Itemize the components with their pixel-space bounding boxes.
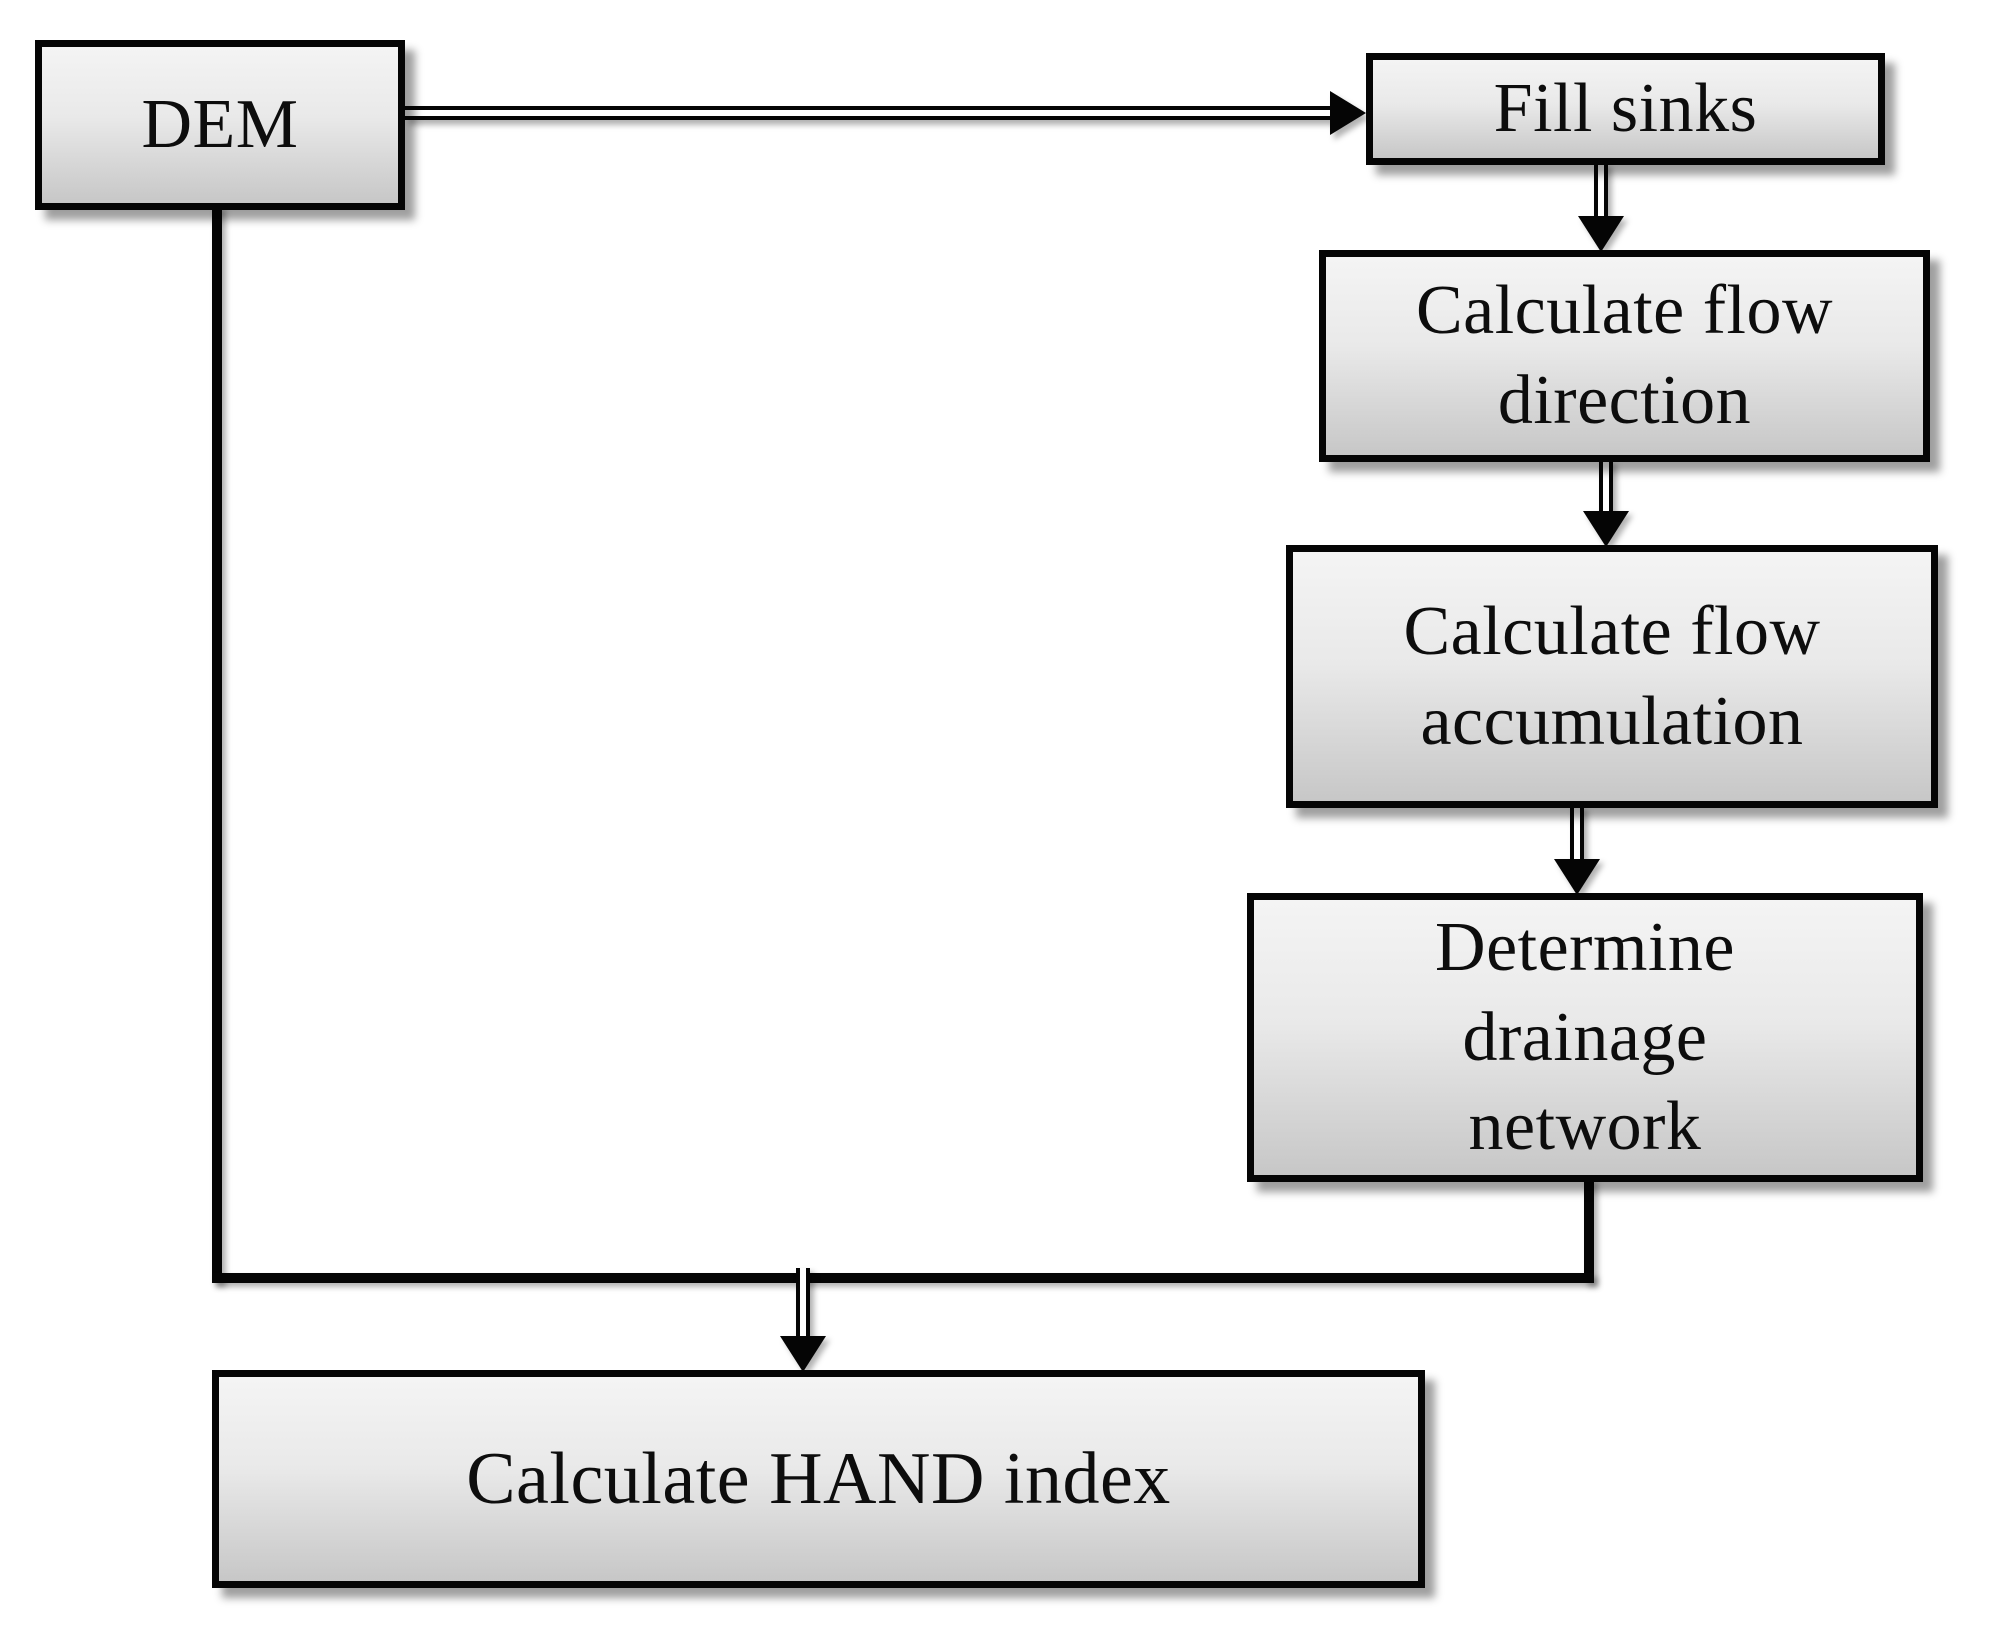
arrow-merge-line-to-hand-index [780, 1268, 826, 1372]
node-dem: DEM [35, 40, 405, 210]
arrow-shaft [1599, 460, 1613, 511]
arrow-shaft [796, 1268, 810, 1336]
arrow-head-icon [1330, 91, 1366, 135]
node-fill-sinks-label: Fill sinks [1493, 70, 1758, 148]
node-dem-label: DEM [141, 86, 299, 164]
node-calculate-flow-direction-label: Calculate flow direction [1415, 272, 1834, 439]
arrow-shaft [1570, 806, 1584, 859]
arrow-dem-to-fill-sinks [405, 90, 1366, 136]
arrow-flow-accumulation-to-drainage-network [1554, 806, 1600, 895]
arrow-head-icon [1578, 216, 1624, 252]
node-calculate-flow-accumulation-label: Calculate flow accumulation [1403, 592, 1821, 760]
arrow-head-icon [1583, 511, 1629, 547]
node-determine-drainage-network: Determine drainage network [1247, 893, 1923, 1182]
node-calculate-flow-direction: Calculate flow direction [1319, 250, 1930, 462]
node-determine-drainage-network-label: Determine drainage network [1435, 909, 1735, 1166]
node-calculate-hand-index: Calculate HAND index [212, 1370, 1425, 1588]
arrow-flow-direction-to-flow-accumulation [1583, 460, 1629, 547]
connector-merge-horizontal-line [212, 1273, 1594, 1283]
arrow-shaft [405, 106, 1330, 120]
connector-drainage-down-line [1584, 1178, 1594, 1283]
node-calculate-flow-accumulation: Calculate flow accumulation [1286, 545, 1938, 808]
node-fill-sinks: Fill sinks [1366, 53, 1885, 165]
node-calculate-hand-index-label: Calculate HAND index [466, 1437, 1171, 1520]
arrow-shaft [1594, 163, 1608, 216]
connector-dem-down-line [212, 205, 222, 1283]
arrow-head-icon [1554, 859, 1600, 895]
arrow-head-icon [780, 1336, 826, 1372]
arrow-fill-sinks-to-flow-direction [1578, 163, 1624, 252]
